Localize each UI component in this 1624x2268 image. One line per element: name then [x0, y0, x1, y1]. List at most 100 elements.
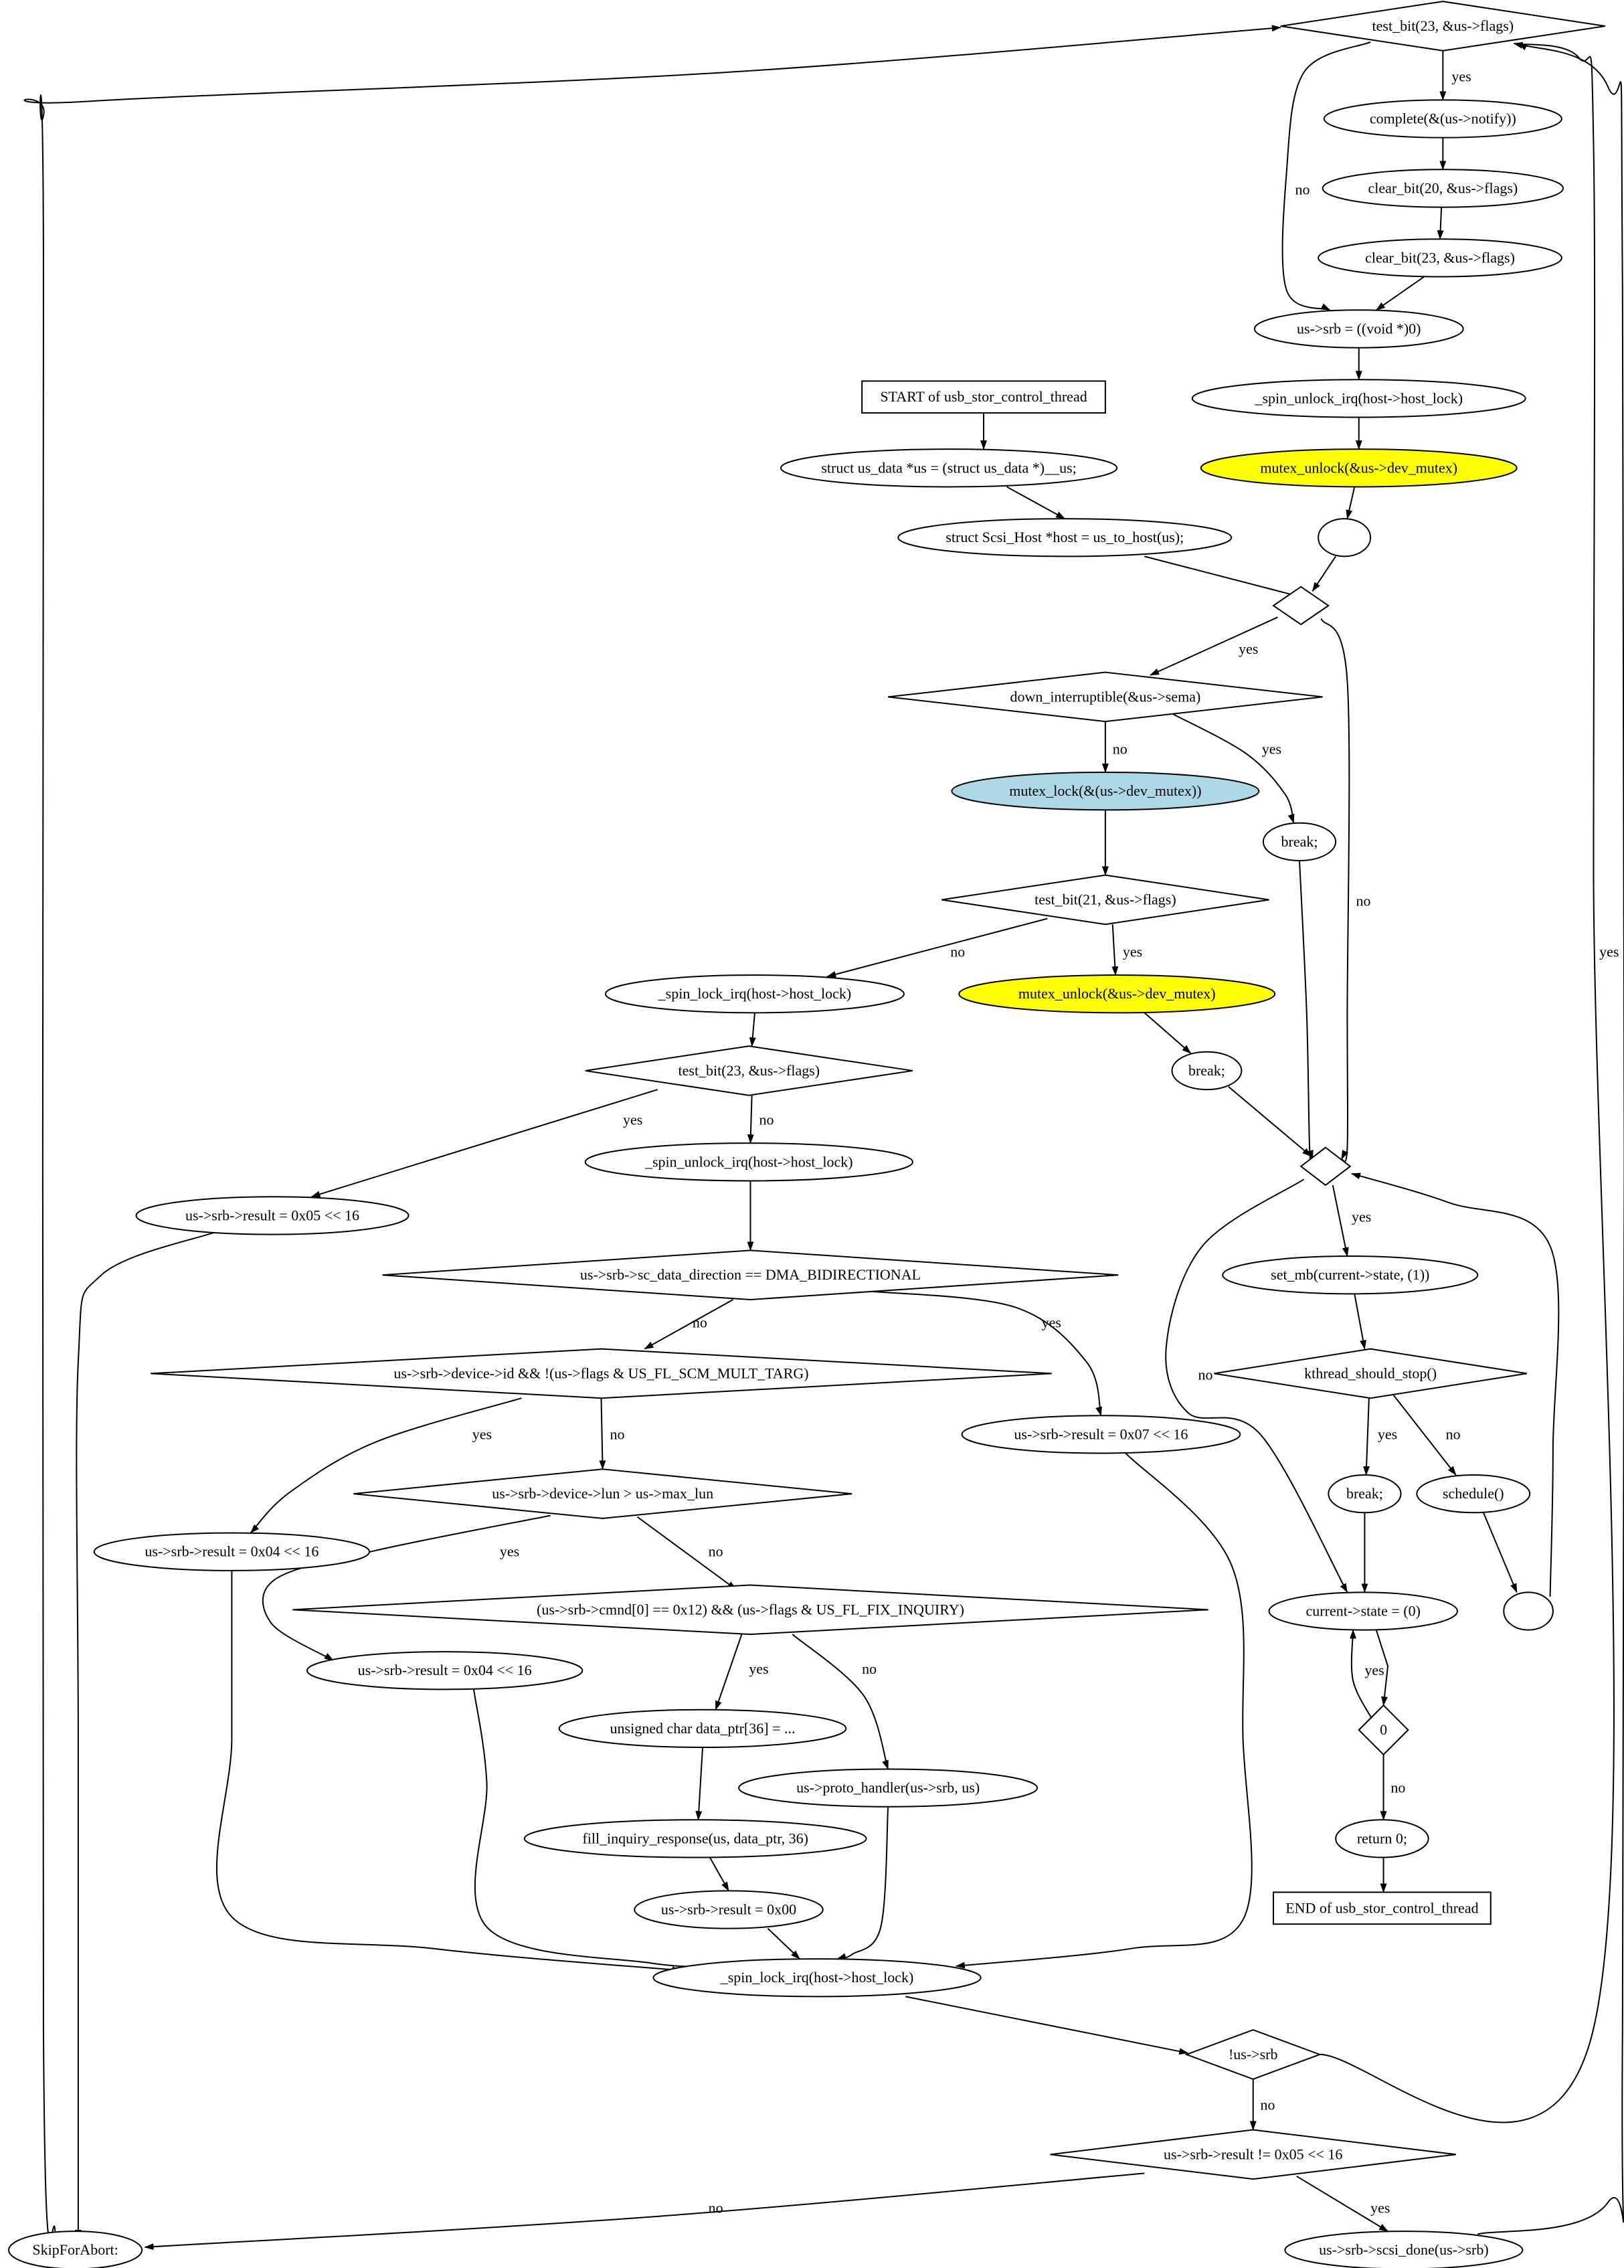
edge-resultne-scsidone — [1296, 2175, 1388, 2232]
edge-test23-result05 — [310, 1089, 658, 1198]
edge-devlun-result04b — [262, 1514, 551, 1661]
edge-label-notsrb-test23b: yes — [1599, 943, 1619, 960]
edge-dir-result07 — [865, 1290, 1102, 1417]
node-unlock_21-shape — [958, 974, 1276, 1014]
node-data_ptr-shape — [558, 1709, 847, 1748]
edge-down-break — [1173, 713, 1295, 824]
node-break_c: break; — [1328, 1474, 1402, 1514]
edge-merge-curstate — [1165, 1179, 1348, 1593]
node-down_int-shape — [888, 671, 1323, 723]
node-spin_unlock_1-shape — [584, 1142, 913, 1182]
edge-dataptr-fill — [695, 1747, 704, 1821]
node-host_decl: struct Scsi_Host *host = us_to_host(us); — [897, 518, 1233, 557]
node-result07-shape — [961, 1415, 1241, 1454]
node-inquiry-label: (us->srb->cmnd[0] == 0x12) && (us->flags… — [537, 1601, 964, 1618]
edges-layer — [23, 25, 1624, 2251]
node-spin_lock_1: _spin_lock_irq(host->host_lock) — [604, 974, 905, 1014]
node-result00: us->srb->result = 0x00 — [634, 1890, 824, 1929]
node-unlock_end: mutex_unlock(&us->dev_mutex) — [1200, 448, 1518, 488]
node-merge — [1299, 1146, 1352, 1187]
edge-label-merge-setmb: yes — [1352, 1209, 1371, 1225]
node-ret0-shape — [1335, 1819, 1429, 1858]
edge-zero-curstate — [1350, 1629, 1374, 1722]
node-skip: SkipForAbort: — [8, 2231, 143, 2268]
edge-kstop-schedule — [1392, 1395, 1457, 1476]
node-cur_state-shape — [1268, 1591, 1458, 1631]
node-mutex_lock-shape — [951, 771, 1260, 811]
edge-result04a-spin2 — [215, 1570, 682, 1974]
node-scsi_done-shape — [1284, 2231, 1524, 2268]
node-blank_b — [1503, 1591, 1554, 1631]
node-result00-label: us->srb->result = 0x00 — [661, 1901, 796, 1917]
edge-notsrb-test23b — [1318, 41, 1615, 2123]
node-test23_a: test_bit(23, &us->flags) — [585, 1045, 913, 1096]
node-inquiry-shape — [292, 1584, 1208, 1636]
node-scsi_done-label: us->srb->scsi_done(us->srb) — [1319, 2241, 1489, 2258]
edge-label-devid-result04a: yes — [472, 1425, 492, 1442]
node-unlock_end-shape — [1200, 448, 1518, 488]
node-break_a-shape — [1262, 822, 1337, 862]
node-ret0: return 0; — [1335, 1819, 1429, 1858]
edge-label-kstop-break: yes — [1378, 1425, 1397, 1442]
node-clear23-shape — [1318, 238, 1562, 278]
node-result04_a-label: us->srb->result = 0x04 << 16 — [145, 1543, 319, 1560]
node-host_decl-label: struct Scsi_Host *host = us_to_host(us); — [945, 529, 1184, 545]
node-spin_lock_2-shape — [652, 1958, 982, 1998]
edge-label-zero-ret: no — [1390, 1779, 1405, 1796]
edge-label-test23b-srbnull: no — [1295, 181, 1310, 198]
node-mutex_lock: mutex_lock(&(us->dev_mutex)) — [951, 771, 1260, 811]
edge-label-inquiry-dataptr: yes — [749, 1660, 768, 1677]
node-dir_bidir-shape — [382, 1249, 1119, 1301]
node-ret0-label: return 0; — [1357, 1830, 1407, 1846]
node-test21-shape — [941, 874, 1269, 926]
edge-result00-spin2 — [767, 1927, 800, 1959]
node-break_c-shape — [1328, 1474, 1402, 1514]
node-zero: 0 — [1358, 1704, 1409, 1756]
node-schedule: schedule() — [1416, 1474, 1531, 1514]
edge-label-test23-result05: yes — [623, 1112, 642, 1128]
node-spin_unlock_1-label: _spin_unlock_irq(host->host_lock) — [644, 1153, 853, 1170]
node-us_decl: struct us_data *us = (struct us_data *)_… — [780, 448, 1118, 488]
edge-skip-test23b — [23, 25, 1281, 2241]
node-start: START of usb_stor_control_thread — [861, 380, 1106, 414]
node-spin_lock_2-label: _spin_lock_irq(host->host_lock) — [720, 1969, 914, 1986]
edge-label-loop-down: yes — [1239, 640, 1258, 657]
edge-scsidone-test23b — [1477, 43, 1624, 2235]
edge-dir-devid — [644, 1299, 733, 1350]
node-proto: us->proto_handler(us->srb, us) — [738, 1768, 1039, 1808]
edge-label-merge-curstate: no — [1198, 1367, 1212, 1383]
node-result_ne: us->srb->result != 0x05 << 16 — [1050, 2129, 1456, 2180]
node-blank_a — [1318, 518, 1372, 557]
node-zero-label: 0 — [1380, 1721, 1387, 1738]
node-unlock_end-label: mutex_unlock(&us->dev_mutex) — [1260, 459, 1457, 476]
node-inquiry: (us->srb->cmnd[0] == 0x12) && (us->flags… — [292, 1584, 1208, 1636]
node-fill_inq-label: fill_inquiry_response(us, data_ptr, 36) — [582, 1830, 808, 1846]
node-result07-label: us->srb->result = 0x07 << 16 — [1014, 1425, 1188, 1442]
node-proto-label: us->proto_handler(us->srb, us) — [796, 1779, 980, 1796]
node-result04_b-label: us->srb->result = 0x04 << 16 — [358, 1662, 532, 1678]
node-dev_id-label: us->srb->device->id && !(us->flags & US_… — [393, 1365, 808, 1381]
edge-clear20-clear23 — [1437, 207, 1444, 240]
node-result_ne-label: us->srb->result != 0x05 << 16 — [1164, 2146, 1342, 2162]
node-data_ptr: unsigned char data_ptr[36] = ... — [558, 1709, 847, 1748]
node-result05_a: us->srb->result = 0x05 << 16 — [135, 1196, 410, 1235]
node-dir_bidir: us->srb->sc_data_direction == DMA_BIDIRE… — [382, 1249, 1119, 1301]
node-test23_b-label: test_bit(23, &us->flags) — [1372, 17, 1514, 34]
node-not_srb: !us->srb — [1184, 2029, 1322, 2080]
node-test23_a-shape — [585, 1045, 913, 1096]
edge-result05-skip — [74, 1231, 218, 2239]
node-clear20-shape — [1322, 169, 1564, 208]
edge-label-kstop-schedule: no — [1446, 1425, 1461, 1442]
edge-label-devlun-inquiry: no — [709, 1543, 723, 1560]
node-kstop-label: kthread_should_stop() — [1304, 1365, 1437, 1381]
node-end-shape — [1273, 1891, 1492, 1925]
node-start-label: START of usb_stor_control_thread — [880, 388, 1087, 405]
edge-label-test23b-complete: yes — [1451, 68, 1471, 85]
node-start-shape — [861, 380, 1106, 414]
edge-label-resultne-scsidone: yes — [1370, 2199, 1390, 2216]
node-blank_b-shape — [1503, 1591, 1554, 1631]
edge-test21-unlock — [1111, 924, 1119, 976]
edge-clear23-srbnull — [1375, 276, 1425, 311]
